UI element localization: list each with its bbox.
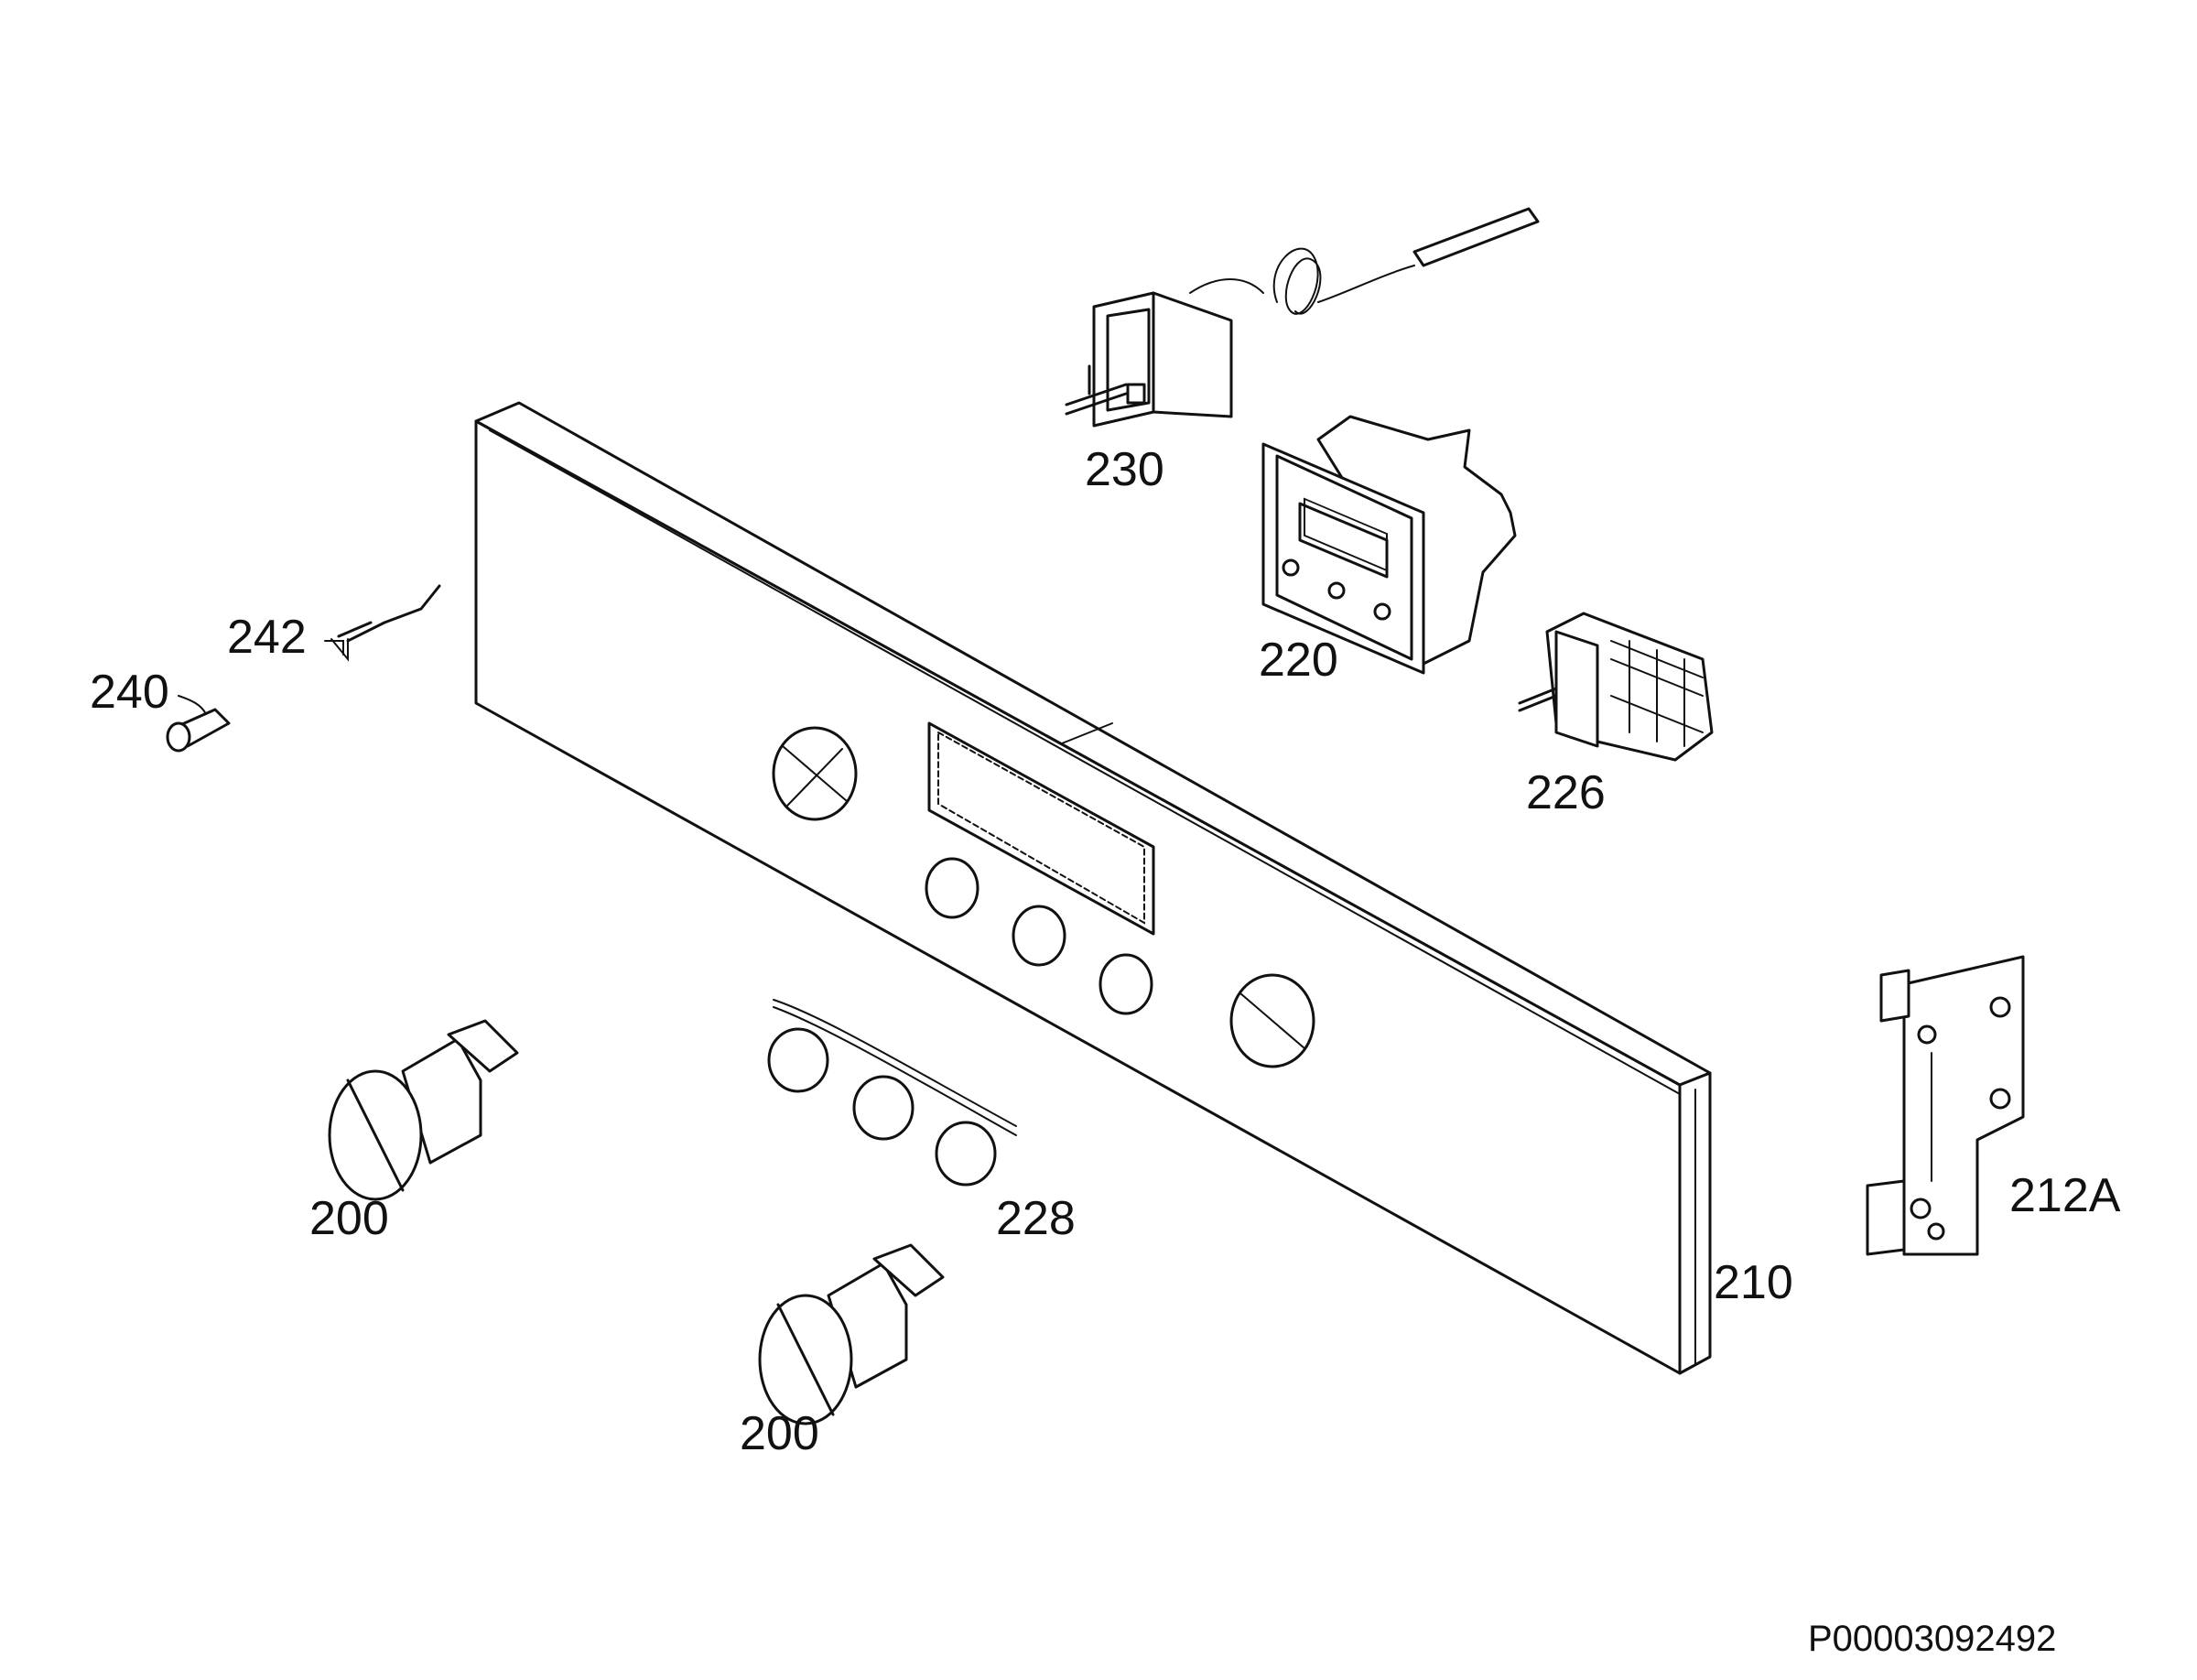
label-200-upper: 200 (309, 1192, 389, 1245)
selector-switch (1518, 612, 1714, 762)
label-242: 242 (227, 611, 307, 664)
panel-button-holes (925, 857, 1153, 1015)
control-knob-lower (758, 1243, 945, 1425)
push-button-assembly (767, 999, 1017, 1187)
label-200-lower: 200 (740, 1407, 819, 1460)
label-212a: 212A (2009, 1169, 2121, 1222)
label-220: 220 (1259, 634, 1338, 687)
electronic-timer-module (1261, 415, 1517, 675)
leader-lines (178, 640, 344, 715)
mounting-bracket (1866, 955, 2025, 1256)
label-240: 240 (90, 666, 169, 719)
lamp-holder (166, 708, 231, 753)
control-panel-fascia (474, 401, 1712, 1375)
panel-knob-opening-right (1229, 973, 1315, 1068)
panel-display-window (927, 721, 1155, 936)
control-knob-upper (328, 1019, 519, 1201)
label-228: 228 (996, 1192, 1076, 1245)
thermostat-part (1065, 207, 1540, 428)
lamp-wire (330, 584, 441, 662)
label-210: 210 (1714, 1256, 1793, 1309)
document-number: P00003092492 (1808, 1619, 2057, 1659)
label-226: 226 (1526, 766, 1606, 819)
label-230: 230 (1085, 443, 1164, 496)
panel-knob-opening-left (772, 726, 858, 821)
